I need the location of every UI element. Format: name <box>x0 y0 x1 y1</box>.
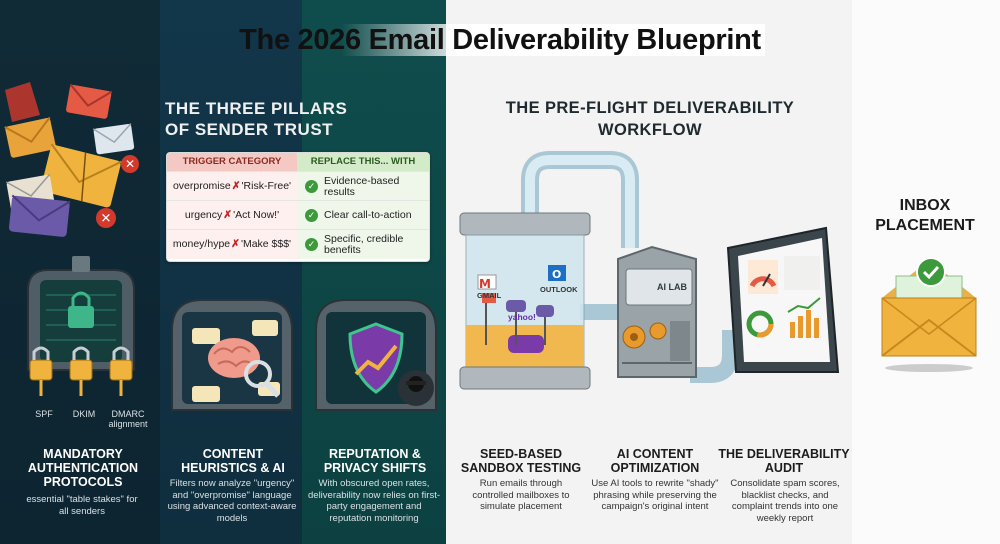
inbox-placement-label: INBOX PLACEMENT <box>875 197 975 234</box>
svg-text:O: O <box>552 268 561 281</box>
pillar-desc-authentication: essential "table stakes" for all senders <box>26 494 138 517</box>
table-header-trigger: TRIGGER CATEGORY <box>167 153 297 171</box>
reputation-shield-icon <box>315 299 437 411</box>
pillar-label-reputation: REPUTATION & PRIVACY SHIFTS <box>323 447 427 475</box>
check-icon: ✓ <box>305 209 318 222</box>
replacement-text: Clear call-to-action <box>324 209 412 221</box>
pipe-icon <box>521 151 738 383</box>
trigger-replacement-table: TRIGGER CATEGORY REPLACE THIS... WITH TH… <box>166 152 430 262</box>
pillar-label-content: CONTENT HEURISTICS & AI <box>181 447 285 475</box>
step-desc-ai: Use AI tools to rewrite "shady" phrasing… <box>591 478 719 512</box>
trigger-category: money/hype <box>172 238 231 250</box>
ai-lab-machine-icon <box>617 245 697 378</box>
sandbox-tank-icon: M O <box>459 212 591 390</box>
svg-text:✕: ✕ <box>125 157 135 171</box>
svg-text:M: M <box>479 277 491 291</box>
replacement-text: Specific, credible benefits <box>324 232 404 256</box>
trigger-category: overpromise <box>172 180 231 192</box>
step-desc-audit: Consolidate spam scores, blacklist check… <box>730 478 840 524</box>
lock-label-spf: SPF <box>35 409 53 419</box>
check-icon: ✓ <box>305 180 318 193</box>
step-label-ai: AI CONTENT OPTIMIZATION <box>610 447 700 475</box>
brain-ai-icon <box>171 299 293 411</box>
ai-lab-label: AI LAB <box>657 282 687 292</box>
page-title: The 2026 Email Deliverability Blueprint <box>0 24 1000 57</box>
pillar-label-authentication: MANDATORY AUTHENTICATION PROTOCOLS <box>27 447 139 489</box>
trigger-phrase: 'Act Now!' <box>233 209 280 221</box>
mailbox-label-gmail: GMAIL <box>477 291 502 300</box>
step-label-audit: THE DELIVERABILITY AUDIT <box>718 447 850 475</box>
mailbox-label-outlook: OUTLOOK <box>540 285 578 294</box>
lock-label-dkim: DKIM <box>72 409 96 419</box>
replacement-text: Evidence-based results <box>324 174 400 198</box>
table-row: overpromise✗'Risk-Free' ✓Evidence-based … <box>167 171 429 201</box>
table-header-replace: REPLACE THIS... WITH THIS... <box>297 153 429 185</box>
check-icon: ✓ <box>305 238 318 251</box>
lock-label-dmarc: DMARC alignment <box>108 409 148 429</box>
panel-reputation <box>302 0 446 544</box>
audit-dashboard-icon <box>726 226 840 373</box>
pillars-heading: THE THREE PILLARS OF SENDER TRUST <box>165 99 348 139</box>
table-row: money/hype✗'Make $$$' ✓Specific, credibl… <box>167 229 429 259</box>
trigger-phrase: 'Make $$$' <box>240 238 292 250</box>
svg-text:✕: ✕ <box>101 212 112 227</box>
authentication-lock-icon <box>27 256 135 396</box>
step-desc-sandbox: Run emails through controlled mailboxes … <box>472 478 570 512</box>
pillar-desc-reputation: With obscured open rates, deliverability… <box>308 478 440 524</box>
trigger-category: urgency <box>184 209 223 221</box>
inbox-envelope-icon <box>881 257 977 372</box>
trigger-phrase: 'Risk-Free' <box>241 180 292 192</box>
panel-content-heuristics <box>160 0 302 544</box>
workflow-heading: THE PRE-FLIGHT DELIVERABILITY WORKFLOW <box>505 99 795 139</box>
broken-envelopes-icon: ✕ ✕ <box>4 82 139 237</box>
pillar-desc-content: Filters now analyze "urgency" and "overp… <box>167 478 297 524</box>
step-label-sandbox: SEED-BASED SANDBOX TESTING <box>460 447 582 475</box>
table-row: urgency✗'Act Now!' ✓Clear call-to-action <box>167 200 429 230</box>
mailbox-label-yahoo: yahoo! <box>508 312 536 322</box>
